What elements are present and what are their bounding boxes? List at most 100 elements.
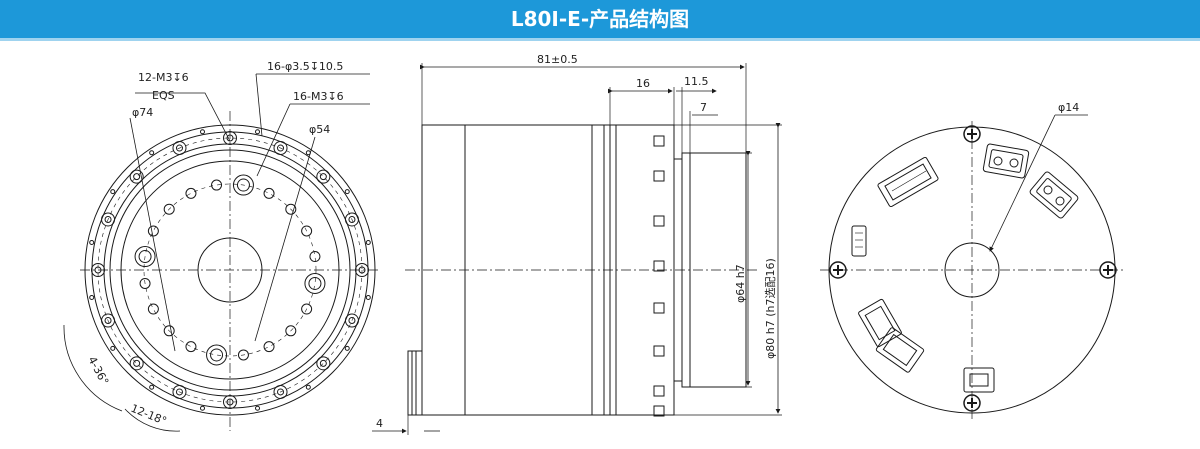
rim-tick	[149, 150, 155, 156]
signal-connector-upper	[877, 156, 939, 208]
label-dia-54: φ54	[309, 123, 330, 136]
label-eqs: EQS	[152, 89, 175, 102]
outer-hole-inner	[133, 359, 141, 367]
label-dia-14: φ14	[1058, 101, 1079, 114]
inner-hole	[185, 341, 197, 353]
outer-hole	[273, 141, 288, 156]
power-connector-right	[1029, 171, 1079, 219]
connector-tooth	[653, 385, 665, 397]
inner-hole	[163, 325, 175, 337]
rim-tick	[255, 405, 261, 411]
outer-hole-inner	[277, 144, 285, 152]
inner-hole	[134, 246, 156, 268]
inner-hole	[301, 303, 313, 315]
screw-head	[829, 261, 847, 279]
outer-hole-inner	[319, 173, 327, 181]
inner-hole	[263, 187, 275, 199]
rim-tick	[89, 295, 95, 301]
outer-hole	[316, 356, 331, 371]
inner-hole	[147, 225, 159, 237]
connector-tooth	[653, 260, 665, 272]
label-len-4: 4	[376, 417, 383, 430]
label-16-through: 16-φ3.5↧10.5	[267, 60, 343, 73]
label-dia-80: φ80 h7 (h7选配16)	[764, 258, 777, 359]
structure-drawing: 12-M3↧6 EQS 16-φ3.5↧10.5 16-M3↧6 φ74 φ54…	[63, 53, 1125, 435]
outer-hole-inner	[175, 144, 183, 152]
inner-hole	[285, 203, 297, 215]
inner-hole-counterbore	[210, 348, 224, 362]
rim-tick	[344, 345, 350, 351]
inner-hole	[185, 187, 197, 199]
inner-hole	[211, 179, 223, 191]
outer-hole-inner	[348, 215, 356, 223]
label-angle-18: 12-18°	[129, 402, 169, 428]
rim-tick	[199, 405, 205, 411]
rim-tick	[365, 239, 371, 245]
screw-head	[1099, 261, 1117, 279]
banner-underline	[0, 38, 1200, 41]
outer-hole-inner	[104, 317, 112, 325]
outer-hole-inner	[133, 173, 141, 181]
label-dia-74: φ74	[132, 106, 153, 119]
inner-hole	[237, 349, 249, 361]
connector-tooth	[653, 405, 665, 417]
outer-hole	[172, 384, 187, 399]
inner-hole	[206, 344, 228, 366]
signal-connector-lower	[858, 298, 925, 373]
rim-tick	[344, 189, 350, 195]
outer-hole	[344, 313, 359, 328]
connector-tooth	[653, 170, 665, 182]
outer-hole	[172, 141, 187, 156]
side-view-labels: 81±0.5 16 11.5 7 4 φ64 h7 φ80 h7 (h7选配16…	[376, 53, 777, 430]
connector-tooth	[653, 345, 665, 357]
outer-hole	[316, 169, 331, 184]
side-view	[372, 63, 782, 435]
inner-hole	[304, 272, 326, 294]
label-16-m3: 16-M3↧6	[293, 90, 344, 103]
inner-hole-counterbore	[236, 178, 250, 192]
outer-hole-inner	[277, 388, 285, 396]
rim-tick	[199, 129, 205, 135]
rim-tick	[110, 189, 116, 195]
label-len-16: 16	[636, 77, 650, 90]
label-dia-64: φ64 h7	[734, 264, 747, 303]
small-header-connector	[851, 225, 867, 257]
outer-hole-inner	[175, 388, 183, 396]
inner-hole	[301, 225, 313, 237]
power-connector-top	[982, 143, 1030, 179]
rim-tick	[89, 239, 95, 245]
rim-tick	[365, 295, 371, 301]
connector-tooth	[653, 215, 665, 227]
bolt-circle	[97, 137, 363, 403]
label-len-11-5: 11.5	[684, 75, 709, 88]
label-len-7: 7	[700, 101, 707, 114]
inner-hole	[139, 277, 151, 289]
front-view	[63, 73, 380, 432]
rear-view-labels: φ14	[1058, 101, 1079, 114]
bottom-connector	[963, 367, 995, 393]
rear-view	[820, 114, 1125, 421]
inner-hole	[285, 325, 297, 337]
outer-hole-inner	[348, 317, 356, 325]
inner-hole-counterbore	[308, 276, 322, 290]
rim-tick	[255, 129, 261, 135]
inner-hole	[163, 203, 175, 215]
label-angle-36: 4-36°	[85, 354, 111, 387]
inner-hole	[263, 341, 275, 353]
connector-tooth	[653, 302, 665, 314]
inner-hole-counterbore	[138, 250, 152, 264]
outer-hole	[101, 212, 116, 227]
outer-hole	[129, 356, 144, 371]
outer-hole	[344, 212, 359, 227]
inner-hole	[309, 251, 321, 263]
outer-hole	[101, 313, 116, 328]
inner-hole	[232, 174, 254, 196]
title-banner	[0, 0, 1200, 38]
screw-head	[963, 125, 981, 143]
screw-head	[963, 394, 981, 412]
inner-hole	[147, 303, 159, 315]
rim-tick	[110, 345, 116, 351]
outer-hole-inner	[104, 215, 112, 223]
outer-hole	[129, 169, 144, 184]
outer-hole-inner	[319, 359, 327, 367]
